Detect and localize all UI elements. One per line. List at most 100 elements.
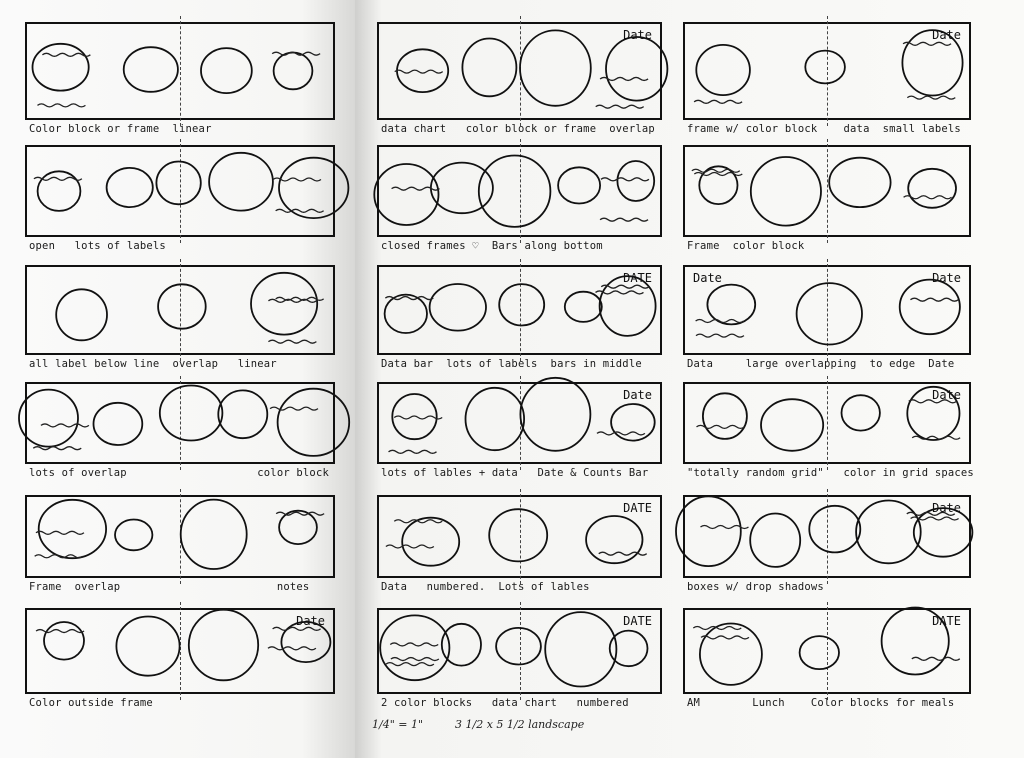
sketch-circle	[373, 163, 440, 226]
label-squiggle	[691, 168, 741, 173]
sketch-circle	[155, 160, 202, 206]
label-squiggle	[906, 95, 956, 100]
center-guide-line	[827, 489, 828, 584]
thumbnail-panel: Date	[683, 16, 971, 126]
sketch-circle	[760, 398, 825, 452]
panel-caption: data chart color block or frame overlap	[381, 123, 655, 135]
sketch-circle	[278, 509, 318, 546]
sketch-circle	[280, 620, 332, 664]
label-squiggle	[695, 318, 744, 324]
label-squiggle	[695, 333, 745, 338]
sketch-drawing	[34, 498, 325, 570]
sketch-circle	[907, 167, 957, 209]
label-squiggle	[595, 104, 645, 109]
sketch-circle	[828, 156, 892, 209]
sketch-circle	[278, 156, 350, 220]
sketch-circle	[43, 621, 85, 661]
label-squiggle	[700, 524, 749, 530]
sketch-circle	[804, 49, 846, 85]
sketch-circle	[585, 515, 644, 565]
sketch-drawing	[383, 275, 657, 337]
sketch-circle	[906, 385, 961, 441]
thumbnail-panel	[683, 139, 971, 243]
sketch-drawing	[388, 376, 656, 454]
label-squiggle	[35, 530, 85, 535]
sketch-circle	[749, 512, 802, 568]
panel-date-label: Date	[693, 271, 722, 285]
panel-caption: all label below line overlap linear	[29, 358, 277, 370]
label-squiggle	[393, 415, 443, 420]
sketch-drawing	[379, 611, 649, 688]
sketch-circle	[795, 282, 863, 346]
sketch-circle	[605, 36, 669, 102]
sketch-circle	[477, 154, 552, 228]
sketch-circle	[749, 156, 822, 227]
thumbnail-panel: DATE	[683, 602, 971, 700]
label-squiggle	[37, 103, 86, 108]
sketch-circle	[92, 401, 144, 446]
panel-caption: Frame color block	[687, 240, 805, 252]
sketch-circle	[250, 271, 319, 336]
label-squiggle	[693, 171, 743, 177]
label-squiggle	[911, 435, 961, 440]
panel-date-label: DATE	[623, 501, 652, 515]
label-squiggle	[268, 298, 317, 303]
sketch-drawing	[18, 384, 351, 457]
panel-caption: Color block or frame linear	[29, 123, 212, 135]
center-guide-line	[827, 376, 828, 470]
sketch-drawing	[691, 156, 957, 227]
sketch-circle	[610, 403, 656, 442]
thumbnail-panel	[25, 16, 335, 126]
thumbnail-panel: Date	[25, 602, 335, 700]
thumbnail-panel	[25, 139, 350, 243]
center-guide-line	[519, 489, 521, 584]
center-guide-line	[827, 602, 828, 700]
scale-note: 1/4" = 1"	[372, 718, 424, 731]
panel-date-label: Date	[623, 388, 652, 402]
sketch-drawing	[692, 606, 961, 686]
label-squiggle	[902, 41, 952, 46]
sketch-circle	[519, 376, 592, 452]
label-squiggle	[385, 544, 435, 549]
sketch-circle	[179, 498, 248, 570]
label-squiggle	[693, 99, 743, 104]
center-guide-line	[180, 259, 181, 361]
panel-caption: "totally random grid" color in grid spac…	[687, 467, 974, 479]
sketch-circle	[488, 508, 549, 563]
sketch-circle	[18, 388, 79, 448]
sketch-circle	[616, 160, 656, 202]
thumbnail-panel: Date	[377, 376, 662, 470]
panel-caption: Data bar lots of labels bars in middle	[381, 358, 642, 370]
sketch-circle	[898, 278, 961, 336]
sketch-circle	[699, 622, 763, 686]
sketch-circle	[702, 392, 748, 440]
panel-caption: Data large overlapping to edge Date	[687, 358, 955, 370]
label-squiggle	[391, 186, 440, 191]
center-guide-line	[180, 16, 181, 126]
sketch-circle	[901, 29, 964, 97]
sketch-circle	[115, 615, 181, 677]
sketch-drawing	[33, 151, 350, 220]
sketch-circle	[706, 283, 757, 326]
sketch-circle	[276, 387, 351, 457]
panel-caption: Data numbered. Lots of lables	[381, 581, 590, 593]
sketch-circle	[563, 290, 603, 323]
sketch-circle	[519, 29, 592, 107]
label-squiggle	[271, 51, 321, 56]
sketch-circle	[461, 37, 518, 98]
sketch-drawing	[373, 154, 656, 228]
label-squiggle	[599, 76, 649, 82]
sketch-circle	[391, 393, 438, 441]
sketch-circle	[695, 43, 751, 97]
sketch-circle	[855, 499, 922, 565]
panel-date-label: Date	[932, 501, 961, 515]
panel-date-label: Date	[296, 614, 325, 628]
panel-caption: Frame overlap notes	[29, 581, 310, 593]
sketchbook-left-page	[0, 0, 355, 758]
panel-date-label: DATE	[623, 614, 652, 628]
sketch-circle	[598, 275, 657, 337]
label-squiggle	[393, 519, 443, 524]
label-squiggle	[275, 208, 325, 213]
center-guide-line	[180, 602, 181, 700]
label-squiggle	[389, 642, 439, 647]
